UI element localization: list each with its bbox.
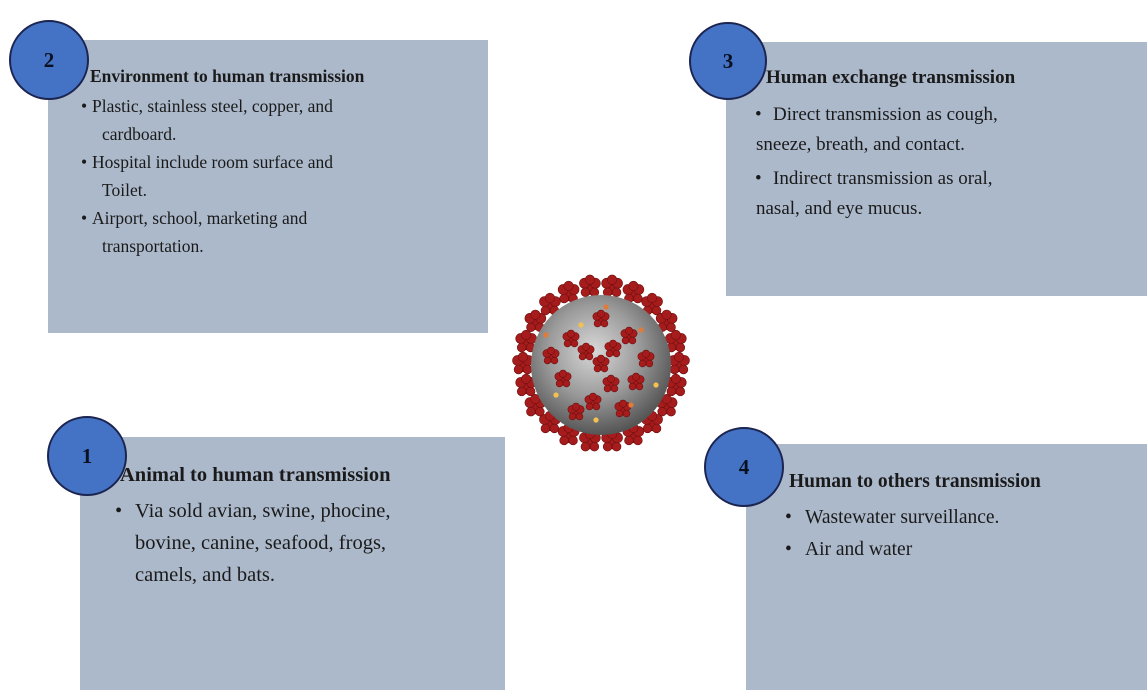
coronavirus-icon (512, 274, 690, 452)
bullet-list: • Via sold avian, swine, phocine, bovine… (115, 495, 495, 591)
panel-human-exchange: Human exchange transmission • Direct tra… (726, 42, 1147, 296)
virus-spike (554, 369, 572, 388)
list-item-line: Via sold avian, swine, phocine, (135, 500, 391, 522)
panel-title: Human to others transmission (789, 471, 1041, 492)
list-item: • Via sold avian, swine, phocine, bovine… (115, 495, 495, 591)
virus-spike (602, 374, 620, 393)
virus-protein-dot (638, 327, 644, 333)
step-number-badge: 2 (9, 20, 89, 100)
panel-environment-to-human: Environment to human transmission • Plas… (48, 40, 488, 333)
virus-spike (567, 402, 585, 421)
list-item-line: Wastewater surveillance. (805, 507, 1000, 528)
list-item: • Direct transmission as cough, sneeze, … (755, 100, 1135, 160)
virus-protein-dot (603, 304, 609, 310)
bullet-list: • Wastewater surveillance. • Air and wat… (785, 502, 1135, 566)
virus-spike (577, 342, 595, 361)
list-item: • Wastewater surveillance. (785, 502, 1135, 534)
virus-spike (592, 354, 610, 373)
list-item-line: nasal, and eye mucus. (756, 198, 923, 219)
list-item-line: transportation. (102, 236, 204, 256)
virus-spike (604, 339, 622, 358)
bullet-icon: • (785, 507, 792, 528)
step-number-badge: 1 (47, 416, 127, 496)
step-number-badge: 3 (689, 22, 767, 100)
bullet-list: • Direct transmission as cough, sneeze, … (755, 100, 1135, 228)
list-item-line: cardboard. (102, 124, 177, 144)
list-item: • Airport, school, marketing and transpo… (81, 204, 471, 260)
bullet-icon: • (81, 208, 88, 228)
virus-protein-dot (593, 417, 599, 423)
panel-title: Environment to human transmission (90, 66, 365, 86)
virus-spike (579, 274, 601, 297)
list-item-line: Toilet. (102, 180, 147, 200)
list-item-line: bovine, canine, seafood, frogs, (135, 532, 387, 554)
list-item-line: Air and water (805, 539, 913, 560)
virus-spike (637, 349, 655, 368)
list-item-line: Direct transmission as cough, (773, 104, 998, 125)
virus-spike (562, 329, 580, 348)
virus-protein-dot (653, 382, 659, 388)
virus-protein-dot (578, 322, 584, 328)
virus-spike (668, 351, 690, 375)
virus-spike (584, 392, 602, 411)
virus-protein-dot (543, 332, 549, 338)
list-item-line: Plastic, stainless steel, copper, and (92, 96, 333, 116)
panel-title: Human exchange transmission (766, 67, 1016, 88)
list-item-line: Indirect transmission as oral, (773, 168, 993, 189)
panel-title: Animal to human transmission (120, 464, 391, 486)
virus-spike (622, 280, 645, 304)
virus-spike (515, 329, 537, 353)
virus-spike (601, 429, 623, 452)
virus-spike (627, 372, 645, 391)
bullet-icon: • (81, 96, 88, 116)
bullet-icon: • (785, 539, 792, 560)
list-item: • Air and water (785, 534, 1135, 566)
virus-spike (641, 292, 663, 316)
list-item: • Plastic, stainless steel, copper, and … (81, 92, 471, 148)
virus-spike (512, 351, 534, 375)
list-item-line: Hospital include room surface and (92, 152, 334, 172)
virus-spike (592, 309, 610, 328)
virus-spike (542, 346, 560, 365)
bullet-icon: • (755, 104, 762, 125)
list-item-line: Airport, school, marketing and (92, 208, 308, 228)
virus-spike (620, 326, 638, 345)
bullet-icon: • (115, 500, 123, 522)
list-item-line: sneeze, breath, and contact. (756, 134, 965, 155)
virus-protein-dot (628, 402, 634, 408)
bullet-icon: • (755, 168, 762, 189)
list-item-line: camels, and bats. (135, 564, 276, 586)
list-item: • Indirect transmission as oral, nasal, … (755, 164, 1135, 224)
virus-protein-dot (553, 392, 559, 398)
step-number-badge: 4 (704, 427, 784, 507)
bullet-list: • Plastic, stainless steel, copper, and … (81, 92, 471, 260)
panel-animal-to-human: Animal to human transmission • Via sold … (80, 437, 505, 690)
bullet-icon: • (81, 152, 88, 172)
panel-human-to-others: Human to others transmission • Wastewate… (746, 444, 1147, 690)
virus-spike (601, 274, 623, 297)
list-item: • Hospital include room surface and Toil… (81, 148, 471, 204)
virus-spike (614, 399, 632, 418)
